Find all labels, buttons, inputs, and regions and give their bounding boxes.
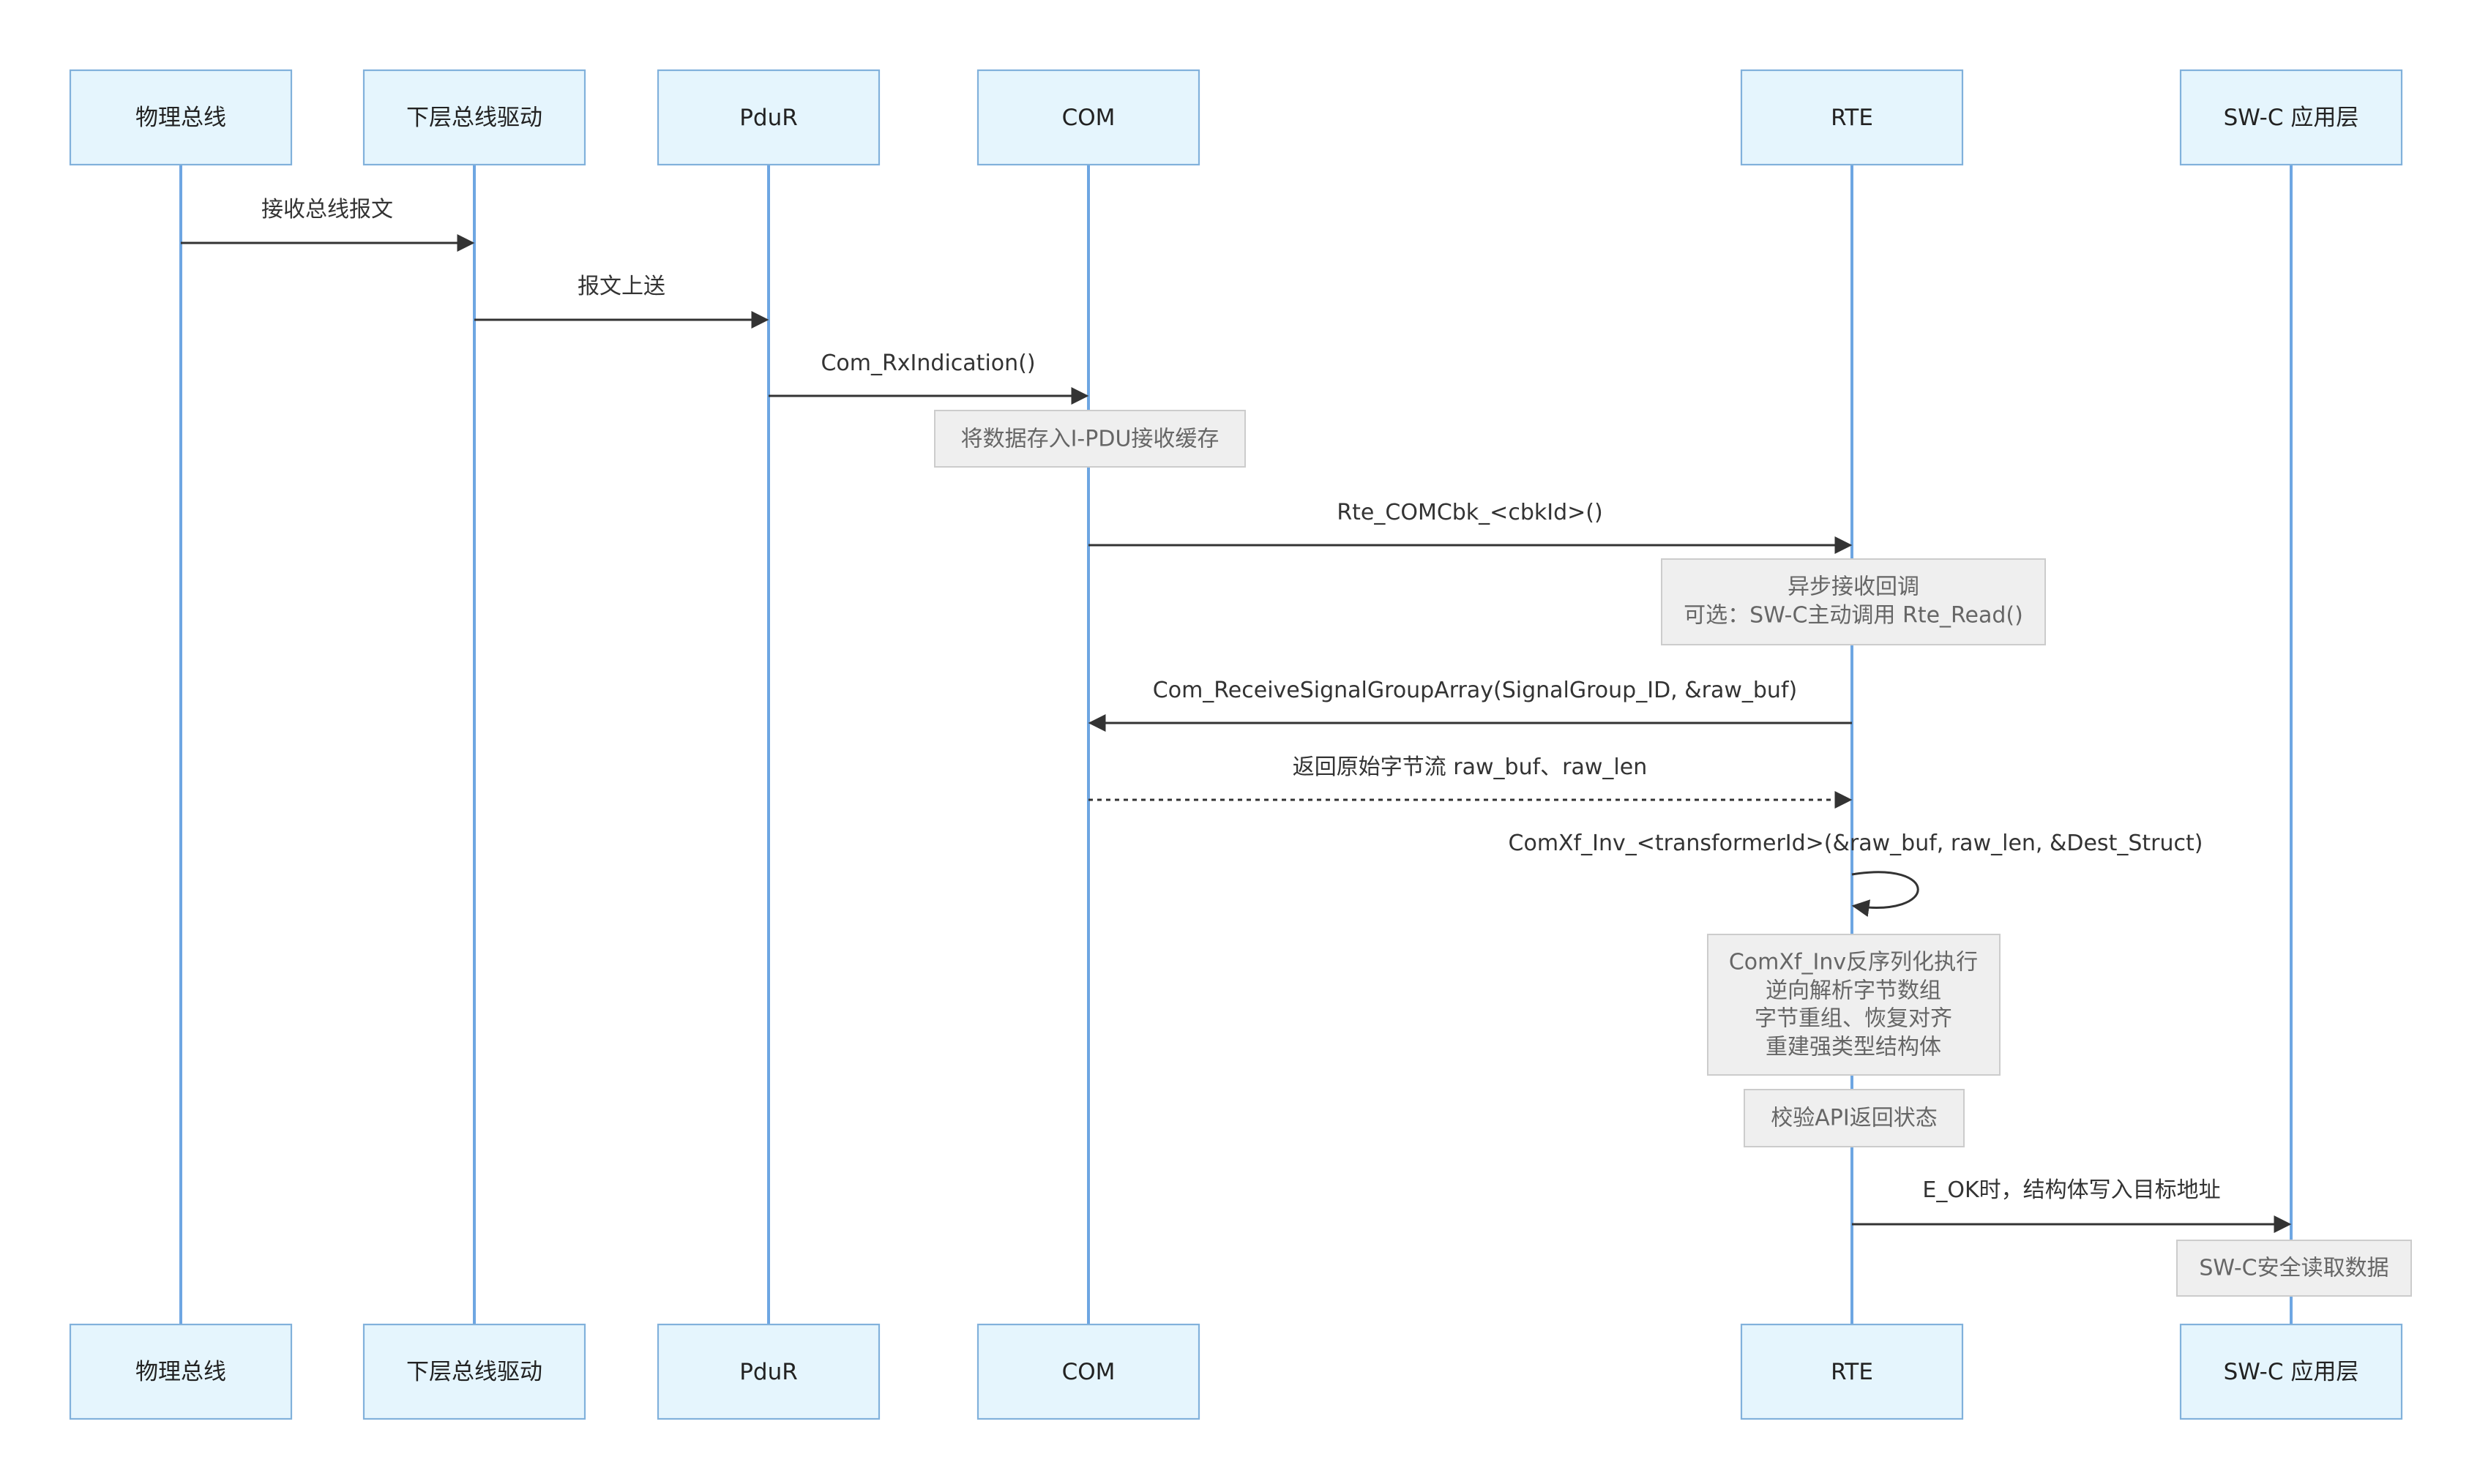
note-comxf-inv-steps: ComXf_Inv反序列化执行 逆向解析字节数组 字节重组、恢复对齐 重建强类型…	[1707, 934, 2001, 1076]
note-line: ComXf_Inv反序列化执行	[1729, 950, 1978, 975]
note-validate-api-status: 校验API返回状态	[1744, 1089, 1965, 1147]
actor-label: SW-C 应用层	[2224, 1359, 2359, 1385]
note-line: 重建强类型结构体	[1766, 1035, 1941, 1060]
message-receive-bus-frame[interactable]: 接收总线报文	[181, 197, 475, 252]
actor-label: COM	[1062, 1359, 1116, 1385]
message-com-rxindication[interactable]: Com_RxIndication()	[769, 351, 1089, 405]
actors-top: 物理总线 下层总线驱动 PduR COM RTE SW-C 应用层	[69, 69, 2403, 166]
actor-pdur-bottom[interactable]: PduR	[657, 1323, 881, 1420]
actor-bus-top[interactable]: 物理总线	[69, 69, 293, 166]
actor-drv-bottom[interactable]: 下层总线驱动	[362, 1323, 586, 1420]
message-label: 返回原始字节流 raw_buf、raw_len	[1293, 754, 1647, 780]
message-label: 报文上送	[578, 274, 665, 299]
note-store-ipdu-buffer: 将数据存入I-PDU接收缓存	[934, 410, 1246, 468]
actor-rte-top[interactable]: RTE	[1740, 69, 1964, 166]
note-swc-safe-read: SW-C安全读取数据	[2176, 1240, 2412, 1297]
message-comxf-inv-self[interactable]: ComXf_Inv_<transformerId>(&raw_buf, raw_…	[1509, 831, 2203, 917]
message-label: ComXf_Inv_<transformerId>(&raw_buf, raw_…	[1509, 831, 2203, 856]
note-async-callback: 异步接收回调 可选：SW-C主动调用 Rte_Read()	[1661, 558, 2046, 645]
message-label: Com_ReceiveSignalGroupArray(SignalGroup_…	[1153, 678, 1797, 703]
actor-label: COM	[1062, 105, 1116, 131]
actor-com-top[interactable]: COM	[976, 69, 1200, 166]
message-return-raw-bytes[interactable]: 返回原始字节流 raw_buf、raw_len	[1088, 754, 1853, 809]
lifelines	[179, 165, 2293, 1324]
note-line: 将数据存入I-PDU接收缓存	[961, 427, 1219, 452]
note-line: 校验API返回状态	[1771, 1106, 1937, 1131]
message-com-receive-signal-group-array[interactable]: Com_ReceiveSignalGroupArray(SignalGroup_…	[1088, 678, 1852, 732]
actor-label: RTE	[1831, 1359, 1873, 1385]
message-label: Com_RxIndication()	[821, 351, 1035, 376]
note-line: 字节重组、恢复对齐	[1755, 1006, 1952, 1032]
message-rte-comcbk[interactable]: Rte_COMCbk_<cbkId>()	[1088, 500, 1853, 554]
message-label: Rte_COMCbk_<cbkId>()	[1337, 500, 1602, 525]
message-label: E_OK时，结构体写入目标地址	[1922, 1177, 2220, 1203]
actor-drv-top[interactable]: 下层总线驱动	[362, 69, 586, 166]
note-line: 异步接收回调	[1788, 574, 1919, 600]
actor-bus-bottom[interactable]: 物理总线	[69, 1323, 293, 1420]
messages: 接收总线报文 报文上送 Com_RxIndication() Rte_COMCb…	[181, 197, 2292, 1233]
actor-label: PduR	[739, 105, 798, 131]
actor-label: 下层总线驱动	[406, 105, 542, 131]
actor-label: 物理总线	[135, 1359, 226, 1385]
actor-rte-bottom[interactable]: RTE	[1740, 1323, 1964, 1420]
actor-label: 下层总线驱动	[406, 1359, 542, 1385]
actor-swc-bottom[interactable]: SW-C 应用层	[2179, 1323, 2403, 1420]
actor-com-bottom[interactable]: COM	[976, 1323, 1200, 1420]
actor-pdur-top[interactable]: PduR	[657, 69, 881, 166]
actor-swc-top[interactable]: SW-C 应用层	[2179, 69, 2403, 166]
message-label: 接收总线报文	[261, 197, 393, 222]
actor-label: 物理总线	[135, 105, 226, 131]
message-write-struct-to-target[interactable]: E_OK时，结构体写入目标地址	[1852, 1177, 2292, 1233]
note-line: 逆向解析字节数组	[1766, 978, 1941, 1004]
notes: 将数据存入I-PDU接收缓存 异步接收回调 可选：SW-C主动调用 Rte_Re…	[934, 410, 2412, 1297]
self-message-arrow	[1851, 871, 1919, 917]
actor-label: PduR	[739, 1359, 798, 1385]
message-frame-upload[interactable]: 报文上送	[474, 274, 769, 329]
actor-label: SW-C 应用层	[2224, 105, 2359, 131]
actors-bottom: 物理总线 下层总线驱动 PduR COM RTE SW-C 应用层	[69, 1323, 2403, 1420]
actor-label: RTE	[1831, 105, 1873, 131]
note-line: 可选：SW-C主动调用 Rte_Read()	[1684, 603, 2023, 629]
note-line: SW-C安全读取数据	[2199, 1256, 2388, 1281]
